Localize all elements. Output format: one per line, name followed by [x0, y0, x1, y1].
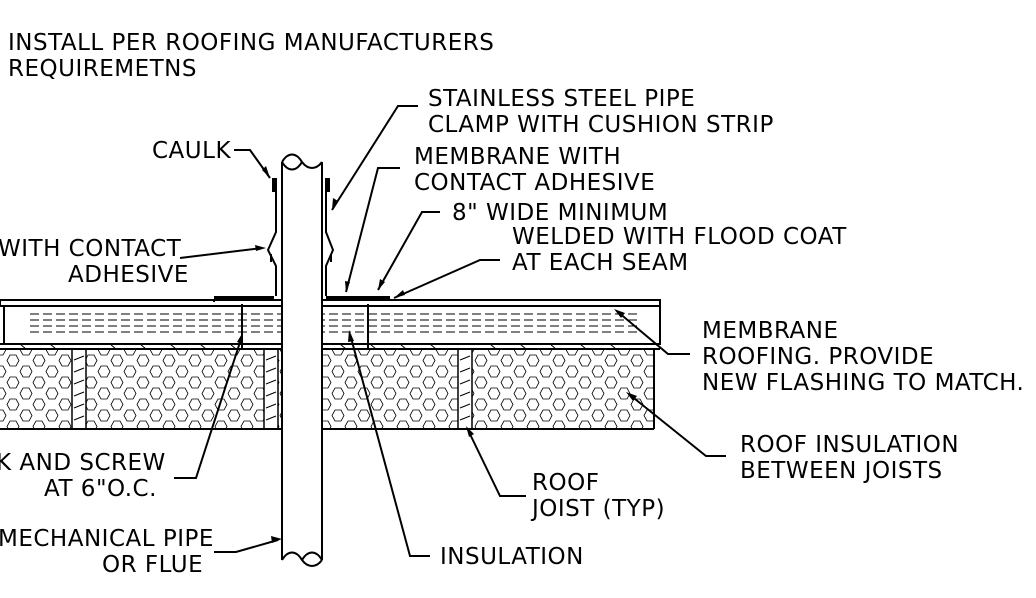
with-contact-label-1: WITH CONTACT: [0, 236, 182, 262]
callout-labels: INSTALL PER ROOFING MANUFACTURERS REQUIR…: [0, 30, 1024, 578]
membrane-roofing-label-3: NEW FLASHING TO MATCH.: [702, 370, 1024, 396]
roof-insulation-fill: [0, 349, 654, 429]
flashing-membrane: [213, 296, 390, 302]
with-contact-label-2: ADHESIVE: [68, 262, 189, 288]
install-note-line-2: REQUIREMETNS: [8, 56, 197, 82]
roof-insulation-label-2: BETWEEN JOISTS: [740, 458, 943, 484]
pipe-clamp-label-1: STAINLESS STEEL PIPE: [428, 86, 695, 112]
roof-joist-label-2: JOIST (TYP): [530, 496, 665, 522]
mech-pipe-label-2: OR FLUE: [102, 552, 203, 578]
mechanical-pipe: [281, 153, 323, 567]
screw-label-1: K AND SCREW: [0, 450, 166, 476]
insulation-label: INSULATION: [440, 544, 584, 570]
roof-joists: [71, 348, 473, 430]
pipe-boot: [266, 178, 335, 296]
screw-label-2: AT 6"O.C.: [44, 476, 157, 502]
welded-label-2: AT EACH SEAM: [512, 250, 689, 276]
leader-lines: [174, 105, 726, 557]
membrane-roofing-label-2: ROOFING. PROVIDE: [702, 344, 934, 370]
roof-insulation-label-1: ROOF INSULATION: [740, 432, 959, 458]
install-note-line-1: INSTALL PER ROOFING MANUFACTURERS: [8, 30, 494, 56]
welded-label-1: WELDED WITH FLOOD COAT: [512, 224, 847, 250]
membrane-adhesive-label-1: MEMBRANE WITH: [414, 144, 621, 170]
membrane-adhesive-label-2: CONTACT ADHESIVE: [414, 170, 655, 196]
roof-deck-layers: [0, 299, 661, 350]
mech-pipe-label-1: MECHANICAL PIPE: [0, 526, 214, 552]
caulk-label: CAULK: [152, 138, 231, 164]
membrane-roofing-label-1: MEMBRANE: [702, 318, 839, 344]
wide-minimum-label: 8" WIDE MINIMUM: [452, 200, 668, 226]
pipe-clamp-label-2: CLAMP WITH CUSHION STRIP: [428, 112, 774, 138]
roof-joist-label-1: ROOF: [532, 470, 599, 496]
